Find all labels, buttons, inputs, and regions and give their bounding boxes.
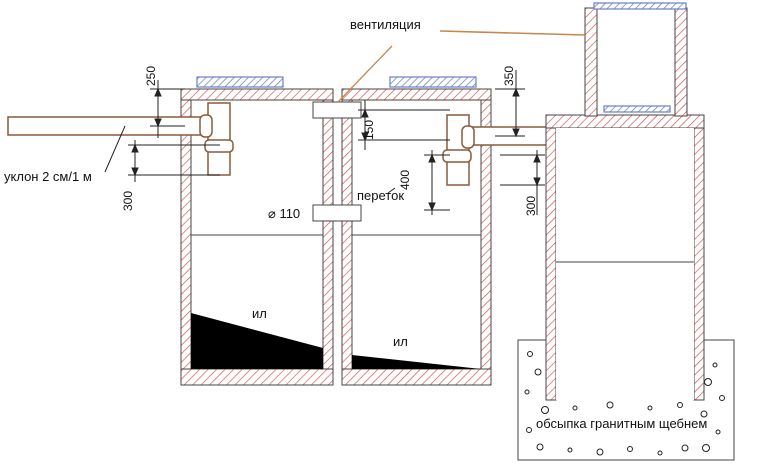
sludge-1-layer <box>191 313 323 369</box>
chamber-2-hatch-lid <box>389 76 477 88</box>
vent-pipe <box>312 101 362 119</box>
chamber-1-bottom-slab <box>180 368 334 386</box>
chamber-2 <box>341 76 492 386</box>
well-left-wall <box>545 125 557 401</box>
ventilation-label: вентиляция <box>350 17 421 32</box>
chamber-2-left-wall <box>341 91 353 371</box>
dim-350: 350 <box>502 66 516 86</box>
chamber-1-top-slab <box>180 88 334 101</box>
dim-250: 250 <box>144 66 158 86</box>
chamber-2-bottom-slab <box>341 368 492 386</box>
ventilation-leader-right <box>439 30 586 36</box>
well-inner-lid <box>603 105 671 113</box>
dim-150: 150 <box>362 120 376 140</box>
slope-label: уклон 2 см/1 м <box>4 169 92 184</box>
well-right-wall <box>693 125 705 401</box>
ventilation-leader <box>337 45 393 103</box>
well-neck-left-wall <box>584 7 598 117</box>
well-top-slab <box>545 114 705 129</box>
filtration-well <box>545 2 705 401</box>
chamber-1-right-wall <box>322 91 334 371</box>
chamber-1 <box>180 76 334 386</box>
inlet-pipe <box>7 102 234 176</box>
sludge-1-label: ил <box>252 306 267 321</box>
sludge-2-label: ил <box>393 334 408 349</box>
sludge-2-layer <box>352 355 481 369</box>
well-top-lid <box>593 2 687 10</box>
gravel-label: обсыпка гранитным щебнем <box>536 416 707 431</box>
chamber-2-top-slab <box>341 88 492 101</box>
diameter-label: ⌀ 110 <box>268 206 300 221</box>
overflow-leader <box>387 187 396 194</box>
chamber-1-hatch-lid <box>196 76 284 88</box>
overflow-pipe <box>312 204 362 222</box>
dim-400: 400 <box>398 170 412 190</box>
slope-leader <box>104 125 126 173</box>
dim-300-right: 300 <box>524 196 538 216</box>
well-neck-right-wall <box>674 7 688 117</box>
overflow-label: переток <box>357 188 404 203</box>
dim-300-left: 300 <box>121 191 135 211</box>
